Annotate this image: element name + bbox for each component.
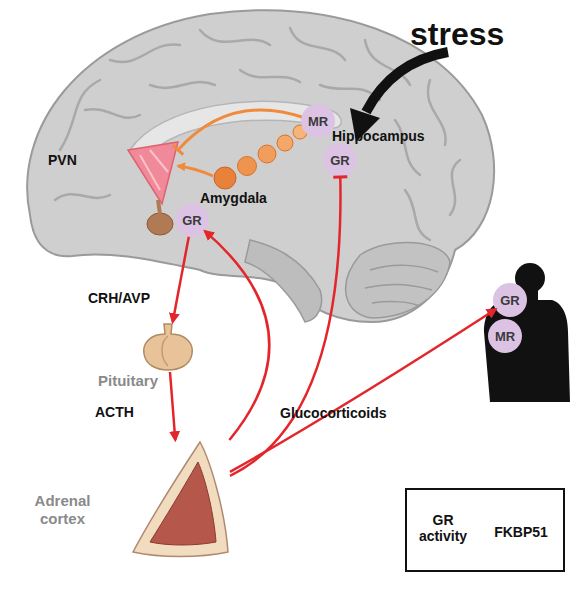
receptor-label: GR: [500, 293, 520, 308]
brain-gyri: [55, 28, 460, 240]
receptor-circle: GR: [323, 143, 357, 177]
hormone-pathway: [230, 309, 496, 472]
pituitary-small: [147, 213, 173, 235]
hypothalamus-detail: [140, 150, 168, 190]
stress-label: stress: [410, 16, 504, 53]
hormone-pathway: [205, 231, 269, 440]
hormone-pathway: [173, 237, 189, 322]
feedback-box: GR activity FKBP51: [405, 488, 565, 572]
receptor-circle: MR: [301, 104, 335, 138]
adrenal-shape: [130, 440, 230, 560]
pathway-label: ACTH: [95, 404, 134, 420]
region-label: PVN: [48, 152, 77, 168]
adrenal-gland: Adrenal cortex: [130, 440, 230, 560]
receptor-circle: MR: [488, 319, 522, 353]
hormone-pathway: [230, 177, 340, 476]
pituitary-gland: Pituitary: [140, 322, 196, 372]
box-text: FKBP51: [483, 524, 559, 540]
receptor-label: MR: [308, 114, 328, 129]
hippocampus-projection: [178, 110, 305, 150]
region-label: Amygdala: [200, 190, 267, 206]
organ-label: Adrenal cortex: [15, 492, 110, 528]
region-label: Hippocampus: [332, 128, 425, 144]
hypothalamus: [128, 142, 178, 204]
pituitary-stalk: [158, 200, 160, 214]
amygdala-shape: [214, 167, 236, 189]
pathway-label: CRH/AVP: [88, 290, 150, 306]
cerebellum: [346, 242, 450, 318]
pituitary-shape: [140, 322, 196, 372]
receptor-circle: GR: [175, 203, 209, 237]
amygdala-projection: [178, 166, 213, 176]
brainstem: [245, 240, 322, 322]
receptor-label: GR: [330, 153, 350, 168]
pathway-label: Glucocorticoids: [280, 405, 387, 421]
receptor-circle: GR: [493, 283, 527, 317]
body-silhouette: [484, 263, 570, 402]
brain-outline: [27, 10, 494, 322]
box-text: GR activity: [411, 512, 475, 544]
hormone-pathway: [170, 372, 175, 440]
receptor-label: MR: [495, 329, 515, 344]
receptor-label: GR: [182, 213, 202, 228]
stress-arrow: [366, 52, 448, 112]
organ-label: Pituitary: [88, 372, 168, 390]
